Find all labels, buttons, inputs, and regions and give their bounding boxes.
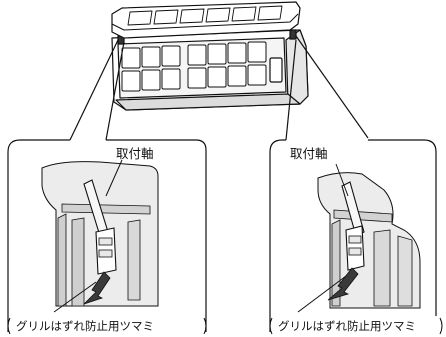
right-shaft-label: 取付軸	[290, 146, 328, 161]
left-arrow-icon	[83, 271, 111, 305]
right-label-bracket-open	[269, 317, 273, 335]
left-label-bracket-close	[203, 317, 207, 335]
right-callout-frame	[269, 139, 437, 332]
air-conditioner-unit	[111, 29, 309, 111]
right-shaft-leader	[335, 163, 349, 197]
left-knob-label: グリルはずれ防止用ツマミ	[16, 319, 154, 333]
right-arrow-icon	[327, 267, 359, 301]
side-vent	[269, 57, 283, 83]
left-filter	[121, 45, 181, 92]
right-housing	[317, 172, 421, 309]
right-knob-label: グリルはずれ防止用ツマミ	[278, 319, 416, 333]
left-callout-frame	[7, 139, 207, 332]
right-knob-leader	[297, 275, 347, 313]
callout-leaders	[69, 35, 369, 141]
left-label-bracket-open	[7, 317, 11, 335]
right-callout	[269, 139, 440, 336]
left-shaft-label: 取付軸	[116, 146, 154, 161]
left-callout	[7, 139, 207, 336]
right-filter	[187, 41, 267, 89]
left-knob-leader	[53, 281, 97, 313]
front-grille	[111, 1, 301, 39]
right-shaft-marker	[289, 29, 297, 40]
left-shaft-leader	[105, 159, 123, 197]
right-label-bracket-close	[439, 317, 443, 335]
